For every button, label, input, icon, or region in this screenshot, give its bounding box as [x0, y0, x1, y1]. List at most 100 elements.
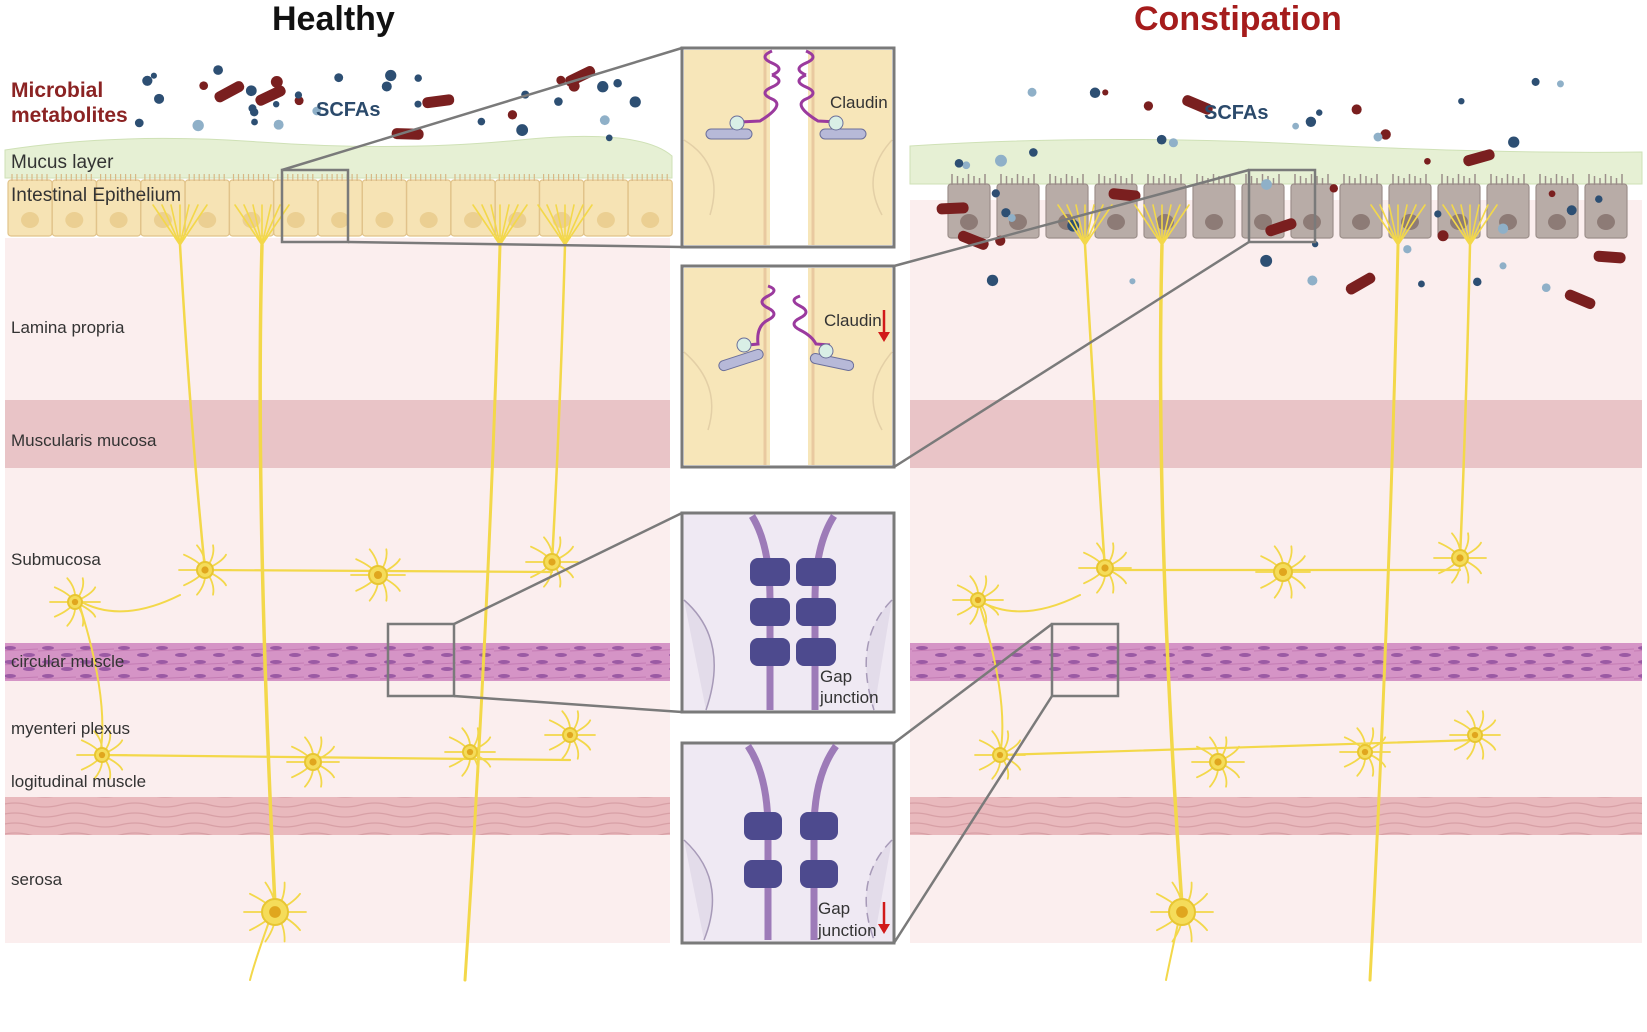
circular-muscle-label: circular muscle — [11, 652, 124, 671]
cell-nucleus — [419, 212, 438, 228]
zoom-indicators — [280, 46, 1317, 944]
nerve-fiber — [550, 243, 567, 564]
gap-junction-label-line1: Gap — [820, 667, 852, 686]
metabolite-dot — [1307, 275, 1318, 286]
cell-nucleus — [1548, 214, 1566, 230]
bacterium-rod — [1265, 218, 1297, 237]
cell-nucleus — [375, 212, 394, 228]
microbial-metabolites-label-line2: metabolites — [11, 104, 128, 127]
metabolite-dot — [1473, 277, 1482, 287]
metabolite-dot — [1260, 254, 1273, 267]
metabolite-dot — [1102, 89, 1109, 96]
lamina-propria-layer — [5, 238, 670, 943]
claudin-label: Claudin — [824, 311, 882, 330]
metabolite-dot — [991, 189, 1000, 198]
nerve-fiber — [178, 243, 207, 572]
nerve-fiber — [98, 753, 572, 762]
metabolite-dot — [142, 75, 153, 86]
neuron-nucleus — [373, 570, 383, 580]
neuron-nucleus — [974, 596, 982, 604]
metabolite-dot — [192, 119, 204, 132]
metabolite-dot — [245, 85, 257, 97]
nerve-fiber — [1161, 204, 1190, 246]
nerve-fiber — [1469, 204, 1498, 246]
metabolite-dot — [1156, 134, 1167, 145]
neuron-nucleus — [269, 906, 281, 918]
metabolite-dot — [385, 69, 397, 82]
metabolite-dot — [556, 75, 566, 85]
neuron-nucleus — [466, 748, 474, 756]
cell-nucleus — [1303, 214, 1321, 230]
cell-nucleus — [1597, 214, 1615, 230]
cell-nucleus — [21, 212, 39, 228]
nerve-fiber — [258, 243, 277, 907]
scfas-label-healthy: SCFAs — [316, 99, 380, 121]
metabolite-dot — [1497, 223, 1509, 234]
metabolite-dot — [507, 110, 518, 120]
nerve-fiber — [564, 204, 593, 246]
lamina-propria-label: Lamina propria — [11, 318, 125, 337]
metabolite-dot — [1548, 190, 1556, 198]
constipation-title: Constipation — [1134, 0, 1342, 38]
nerve-fiber — [977, 599, 1004, 756]
metabolite-dot — [1089, 87, 1101, 98]
cell-nucleus — [286, 212, 305, 228]
metabolite-dot — [251, 118, 258, 126]
nerve-fiber — [463, 243, 502, 982]
metabolite-dot — [962, 161, 971, 170]
metabolite-dot — [954, 159, 964, 168]
gap-junction-label-line2: junction — [817, 921, 877, 940]
cell-nucleus — [1352, 214, 1370, 230]
cell-nucleus — [641, 212, 660, 228]
metabolite-dot — [1305, 116, 1317, 128]
metabolite-dot — [1531, 77, 1540, 86]
cell-nucleus — [1205, 214, 1223, 230]
mucus-layer-label: Mucus layer — [11, 152, 114, 173]
bacterium-rod — [422, 94, 455, 109]
gap-junction-label-line2: junction — [819, 688, 879, 707]
cell-nucleus — [960, 214, 978, 230]
circular-muscle-layer — [910, 643, 1642, 681]
metabolite-dot — [294, 91, 303, 99]
gap-junction-label-line1: Gap — [818, 899, 850, 918]
down-arrow-icon — [878, 310, 890, 342]
metabolite-dot — [273, 119, 284, 130]
cell-nucleus — [65, 212, 84, 228]
mucus-layer — [4, 135, 673, 179]
neuron-nucleus — [1278, 567, 1288, 577]
metabolite-dot — [1556, 80, 1564, 88]
neuron-nucleus — [1471, 731, 1479, 739]
bacterium-rod — [1108, 188, 1141, 202]
circular-muscle-layer — [5, 643, 670, 681]
metabolite-dot — [334, 73, 344, 83]
metabolite-dot — [1424, 157, 1431, 165]
healthy-metabolites — [134, 65, 641, 142]
metabolite-dot — [613, 78, 622, 88]
constipation-metabolites — [936, 77, 1626, 310]
nerve-fiber — [1158, 243, 1184, 907]
nerve-fiber — [1397, 204, 1426, 246]
cell-nucleus — [552, 212, 571, 228]
metabolite-dot — [1001, 208, 1011, 218]
metabolite-dot — [629, 96, 641, 108]
cell-nucleus — [1401, 214, 1419, 230]
metabolite-dot — [294, 96, 304, 106]
epithelial-cell — [627, 179, 673, 237]
metabolite-dot — [381, 81, 392, 92]
nerve-fiber — [998, 738, 1477, 757]
metabolite-dot — [986, 274, 999, 287]
metabolite-dot — [414, 74, 422, 82]
metabolite-dot — [270, 75, 283, 88]
nerve-fiber — [77, 599, 104, 756]
mucus-layer — [909, 138, 1643, 185]
metabolite-dot — [605, 134, 613, 142]
neuron-nucleus — [1176, 906, 1188, 918]
metabolite-dot — [1434, 210, 1442, 218]
bacterium-rod — [936, 202, 969, 215]
metabolite-dot — [1508, 136, 1520, 148]
cell-nucleus — [198, 212, 217, 228]
cell-nucleus — [331, 212, 350, 228]
bacterium-rod — [1593, 250, 1626, 264]
longitudinal-muscle-layer — [910, 797, 1642, 835]
